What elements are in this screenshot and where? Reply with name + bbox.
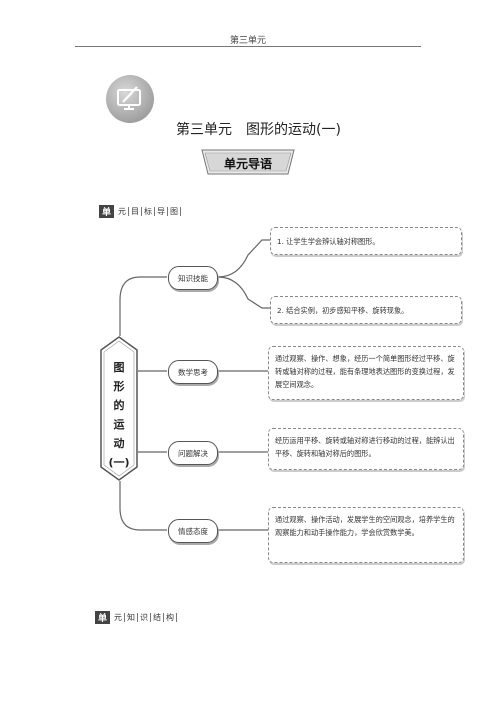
branch-attitude: 情感态度 — [168, 519, 218, 543]
goal-box: 2. 结合实例，初步感知平移、旋转现象。 — [270, 296, 462, 324]
branch-knowledge-skills: 知识技能 — [168, 266, 218, 290]
goal-box: 通过观察、操作、想象，经历一个简单图形经过平移、旋转或轴对称的过程，能有条理地表… — [268, 346, 464, 400]
branch-math-thinking: 数学思考 — [168, 360, 218, 384]
root-char: 图 — [113, 361, 125, 374]
unit-guide-banner — [201, 149, 295, 175]
section-badge: 单 — [99, 205, 114, 218]
goal-box: 经历运用平移、旋转或轴对称进行移动的过程，能辨认出平移、旋转和轴对称后的图形。 — [268, 428, 464, 470]
mindmap-root-shape — [100, 336, 138, 481]
branch-problem-solving: 问题解决 — [168, 441, 218, 465]
mindmap-root-label: 图 形 的 运 动 (一) — [100, 358, 138, 472]
root-char: 的 — [113, 399, 125, 412]
root-char: 形 — [113, 380, 125, 393]
section-text: 构 — [164, 613, 177, 622]
section-text: 识 — [138, 613, 151, 622]
section-text: 标 — [142, 207, 155, 216]
header-rule — [75, 46, 421, 47]
section-text: 结 — [151, 613, 164, 622]
unit-guide-label: 单元导语 — [223, 157, 272, 171]
section-text: 知 — [125, 613, 138, 622]
section-text: 元 — [112, 613, 125, 622]
goal-box: 通过观察、操作活动，发展学生的空间观念，培养学生的观察能力和动手操作能力，学会欣… — [268, 507, 464, 563]
monitor-pen-icon — [106, 75, 154, 123]
root-char: 运 — [113, 418, 125, 431]
root-char: (一) — [108, 456, 130, 469]
section-text: 导 — [155, 207, 168, 216]
section-badge: 单 — [95, 611, 110, 624]
section-text: 元 — [116, 207, 129, 216]
goal-box: 1. 让学生学会辨认轴对称图形。 — [270, 227, 462, 255]
root-char: 动 — [113, 437, 125, 450]
running-header: 第三单元 — [229, 36, 266, 46]
section-text: 图 — [168, 207, 181, 216]
section-text: 目 — [129, 207, 142, 216]
section-structure-heading: 单 元 知 识 结 构 — [95, 611, 177, 624]
section-goals-heading: 单 元 目 标 导 图 — [99, 205, 181, 218]
unit-title: 第三单元 图形的运动(一) — [176, 122, 341, 138]
